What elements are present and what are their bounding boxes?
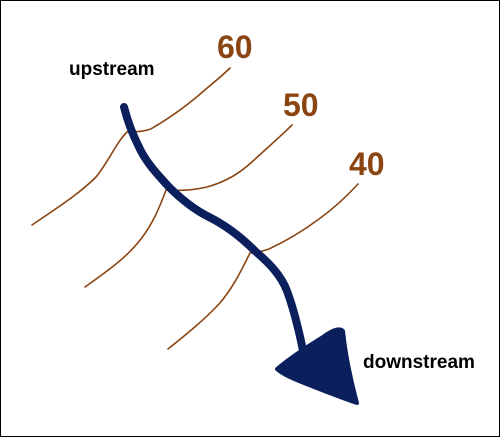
contour-label-60: 60 (217, 29, 253, 65)
arrowhead-icon (275, 327, 359, 405)
upstream-label: upstream (69, 59, 155, 80)
contour-label-50: 50 (283, 87, 319, 123)
downstream-label: downstream (363, 352, 475, 373)
stream-line (120, 103, 310, 370)
contour-line-50 (84, 124, 293, 288)
contour-label-40: 40 (349, 146, 385, 182)
arrowhead-scribble (289, 339, 349, 397)
contour-line-60 (31, 67, 231, 226)
